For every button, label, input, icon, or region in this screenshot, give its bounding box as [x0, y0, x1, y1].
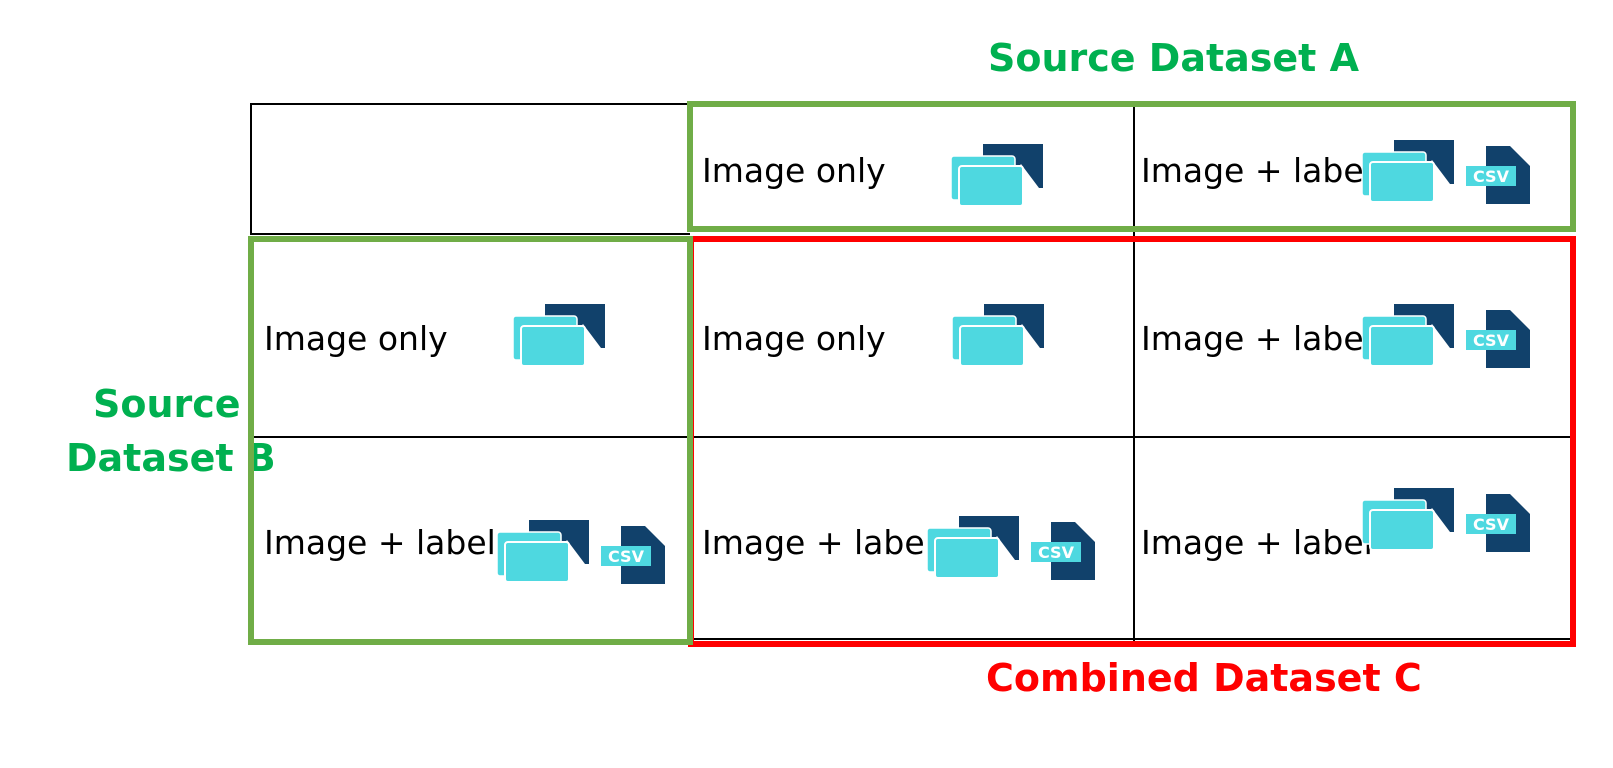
image-stack-icon: [497, 520, 589, 582]
cell-label: Image + label: [1141, 523, 1373, 562]
image-stack-icon: [952, 304, 1044, 366]
cell-label: Image only: [264, 319, 448, 358]
combined-dataset-c-title: Combined Dataset C: [986, 656, 1422, 700]
csv-file-icon: CSV: [1031, 522, 1095, 580]
cell-label: Image only: [702, 151, 886, 190]
csv-file-icon: CSV: [1466, 146, 1530, 204]
image-stack-icon: [513, 304, 605, 366]
cell-label: Image + label: [264, 523, 496, 562]
cell-label: Image + label: [702, 523, 934, 562]
csv-text: CSV: [1473, 331, 1510, 350]
combined-c-frame: [688, 236, 1576, 647]
source-a-frame: [687, 101, 1576, 232]
image-stack-icon: [951, 144, 1043, 206]
csv-text: CSV: [608, 547, 645, 566]
csv-file-icon: CSV: [601, 526, 665, 584]
csv-text: CSV: [1038, 543, 1075, 562]
source-dataset-b-title-line1: Source: [93, 382, 241, 426]
cell-label: Image + label: [1141, 151, 1373, 190]
csv-file-icon: CSV: [1466, 494, 1530, 552]
image-stack-icon: [1362, 140, 1454, 202]
cell-label: Image + label: [1141, 319, 1373, 358]
source-dataset-b-title-line2: Dataset B: [66, 436, 276, 480]
source-dataset-a-title: Source Dataset A: [988, 36, 1359, 80]
image-stack-icon: [1362, 304, 1454, 366]
cell-label: Image only: [702, 319, 886, 358]
csv-text: CSV: [1473, 515, 1510, 534]
image-stack-icon: [1362, 488, 1454, 550]
csv-file-icon: CSV: [1466, 310, 1530, 368]
csv-text: CSV: [1473, 167, 1510, 186]
source-b-frame: [248, 236, 693, 645]
image-stack-icon: [927, 516, 1019, 578]
